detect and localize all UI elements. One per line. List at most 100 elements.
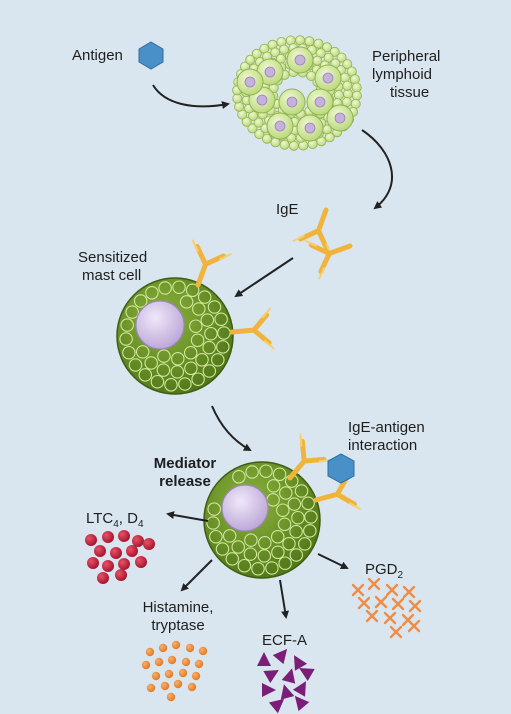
ltc-dot <box>110 547 122 559</box>
granule <box>251 562 265 576</box>
granule <box>183 346 198 360</box>
arrow-to-ecf <box>279 579 289 619</box>
granule <box>125 305 139 319</box>
arrow-to-pgd <box>317 553 349 569</box>
granule <box>171 352 185 366</box>
pgd-cross <box>408 599 422 613</box>
granule <box>266 479 281 493</box>
granule <box>135 345 150 359</box>
granule <box>278 556 292 570</box>
mediator-line1: Mediator <box>153 455 217 472</box>
histamine-dot <box>198 646 208 656</box>
histamine-dot <box>187 682 197 692</box>
granule <box>289 524 303 539</box>
granule <box>265 561 279 575</box>
ecf-triangle <box>299 668 315 682</box>
ltc-dot <box>94 545 106 557</box>
granule <box>222 529 237 543</box>
lymphoid-nucleus <box>286 96 298 108</box>
ecf-triangle <box>262 683 276 697</box>
lymphocyte <box>349 74 360 85</box>
granule <box>170 365 185 379</box>
activated-mast-cell <box>203 461 321 579</box>
ige-antibody-icon <box>230 309 273 352</box>
histamine-dot <box>167 655 177 665</box>
lymphocyte <box>333 90 344 101</box>
lymphocyte <box>270 47 281 58</box>
granule <box>200 313 215 327</box>
ltc-dot <box>102 560 114 572</box>
lymphoid-nucleus <box>264 66 276 78</box>
histamine-dot <box>173 679 183 689</box>
granule <box>189 319 203 333</box>
granule <box>133 294 148 308</box>
granule <box>244 533 258 547</box>
granule <box>214 312 228 327</box>
pgd-cross <box>407 619 421 633</box>
arrow-to-ltc <box>166 511 209 522</box>
ltc-subscript: 4 <box>113 519 119 530</box>
granule <box>158 281 172 295</box>
granule <box>301 496 315 511</box>
ltc-dot <box>115 569 127 581</box>
ltc-text-rest: , D <box>118 510 138 527</box>
mediator-release-label: Mediator release <box>140 455 230 491</box>
ltc-dot <box>126 545 138 557</box>
ecf-label: ECF-A <box>262 632 307 649</box>
granule <box>207 300 222 314</box>
histamine-line1: Histamine, <box>142 599 214 616</box>
pgd-cross <box>365 609 379 623</box>
ecf-triangle <box>294 695 310 712</box>
lymphoid-nucleus <box>256 94 268 106</box>
granule <box>164 378 178 392</box>
granule <box>150 374 165 389</box>
mast-label-line2: mast cell <box>82 267 142 284</box>
granule <box>209 529 223 544</box>
granule <box>179 295 194 309</box>
granule <box>172 280 186 294</box>
ltc-dot <box>135 556 147 568</box>
lymphocyte <box>253 117 264 128</box>
ltc-dot <box>102 531 114 543</box>
histamine-dot <box>178 668 188 678</box>
granule <box>184 361 198 376</box>
tissue-label-line1: Peripheral <box>372 48 441 65</box>
granule <box>271 545 285 560</box>
histamine-line2: tryptase <box>151 617 205 634</box>
histamine-dot <box>154 657 164 667</box>
lymphocyte <box>304 36 315 47</box>
granule <box>231 540 245 554</box>
histamine-dot <box>194 659 204 669</box>
ecf-triangle <box>257 652 271 666</box>
peripheral-lymphoid-tissue <box>232 35 362 151</box>
lymphocyte <box>279 139 290 150</box>
ecf-triangle <box>281 668 296 684</box>
granule <box>138 368 153 382</box>
mast-label-line1: Sensitized <box>78 249 148 266</box>
arrow-ige-to-mast-cell <box>234 257 294 298</box>
lymphoid-nucleus <box>274 120 286 132</box>
arrow-to-histamine <box>180 559 213 592</box>
lymphocyte <box>342 80 353 91</box>
granule <box>243 547 258 561</box>
granule <box>207 502 221 516</box>
tissue-label: Peripheral lymphoid tissue <box>372 48 440 102</box>
ecf-triangle <box>272 648 288 665</box>
granule <box>122 345 136 360</box>
lymphocyte <box>254 129 265 140</box>
granule <box>215 542 230 556</box>
granule <box>276 503 290 517</box>
histamine-dot <box>166 692 176 702</box>
granule <box>291 510 305 525</box>
ige-antigen-label: IgE-antigen interaction <box>348 419 425 455</box>
ige-antigen-line1: IgE-antigen <box>348 419 425 436</box>
pgd-cross <box>383 611 397 625</box>
granule <box>192 302 206 316</box>
ltc-dot <box>143 538 155 550</box>
granule <box>287 497 302 511</box>
granule <box>120 318 134 332</box>
granule <box>259 464 273 478</box>
granule <box>185 283 200 298</box>
